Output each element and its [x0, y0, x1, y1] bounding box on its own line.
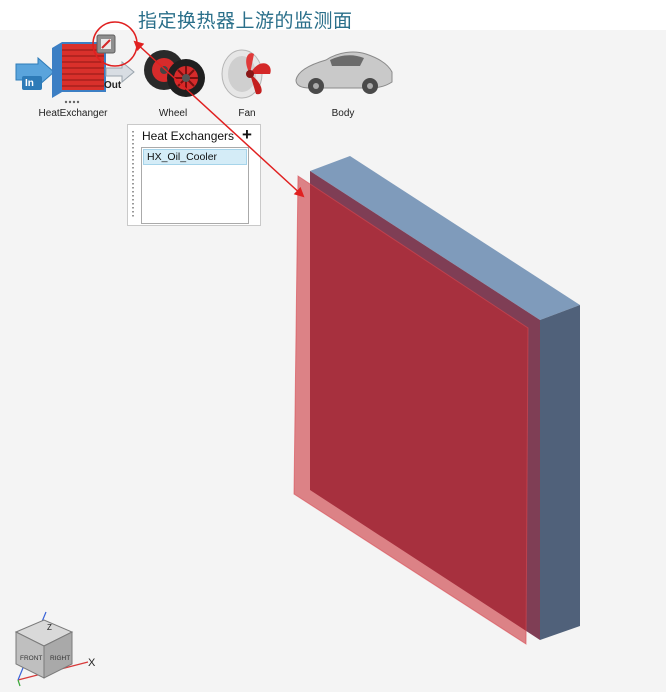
- heat-exchanger-label: HeatExchanger: [38, 108, 108, 119]
- body-label: Body: [331, 108, 355, 119]
- top-strip: [0, 0, 666, 30]
- monitor-surface-icon: [96, 34, 116, 54]
- annotation-highlight-circle: [92, 21, 138, 67]
- axis-z-label: Z: [47, 623, 52, 632]
- panel-grip[interactable]: [132, 131, 134, 219]
- car-body-icon: [295, 51, 393, 94]
- view-cube-right-label: RIGHT: [50, 655, 70, 662]
- out-label: Out: [104, 80, 122, 91]
- axis-x-label: X: [88, 657, 96, 669]
- annotation-arrow: [133, 40, 305, 198]
- annotation-caption: 指定换热器上游的监测面: [138, 10, 353, 32]
- body-tool[interactable]: Body: [290, 30, 396, 119]
- hx-box-side-face[interactable]: [540, 305, 580, 640]
- view-cube-front-label: FRONT: [20, 655, 42, 662]
- monitor-plane[interactable]: [293, 175, 529, 645]
- in-label: In: [25, 78, 34, 89]
- monitor-surface-button[interactable]: [96, 34, 116, 54]
- view-cube[interactable]: FRONT RIGHT Z: [14, 611, 89, 687]
- hx-box-top-face[interactable]: [310, 156, 580, 320]
